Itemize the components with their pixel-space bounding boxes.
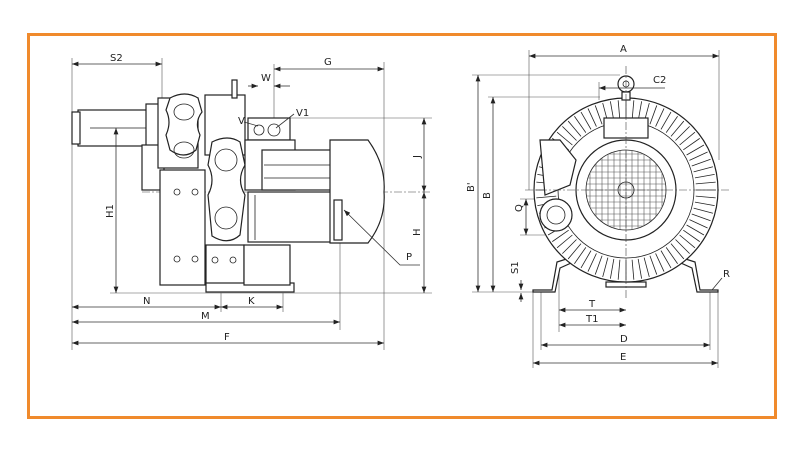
fin-line [587, 253, 597, 272]
side-view: S2 G W V V1 J H P H1 N K M F [71, 53, 432, 350]
fin-line [602, 257, 609, 278]
fin-line [693, 166, 714, 173]
fin-line [574, 116, 587, 133]
dim-label-g: G [324, 57, 332, 68]
dim-label-v1: V1 [296, 108, 309, 119]
dim-label-n: N [143, 296, 150, 307]
dim-label-k: K [248, 296, 255, 307]
dim-label-d: D [620, 334, 628, 345]
dim-label-a: A [620, 44, 627, 55]
fin-line [637, 258, 643, 279]
fin-line [660, 250, 672, 269]
fin-line [679, 234, 696, 249]
fin-line [694, 201, 715, 207]
dim-label-s2: S2 [110, 53, 123, 64]
fin-line [675, 239, 690, 254]
fin-line [683, 229, 700, 242]
dim-label-w: W [261, 73, 271, 84]
fin-line [594, 105, 603, 125]
dim-label-j: J [412, 155, 423, 159]
dim-label-h1: H1 [105, 204, 116, 218]
fin-line [665, 116, 678, 133]
fin-line [649, 105, 658, 125]
fin-line [693, 207, 714, 214]
dim-label-t: T [588, 299, 596, 310]
fin-line [691, 213, 711, 222]
dim-label-m: M [201, 311, 210, 322]
dim-label-e: E [620, 352, 626, 363]
drawing-frame [27, 33, 777, 419]
dim-label-p: P [406, 252, 412, 263]
dim-label-f: F [224, 332, 230, 343]
fin-line [594, 255, 603, 275]
fin-line [694, 173, 715, 179]
fin-line [617, 100, 621, 121]
fin-line [695, 181, 716, 185]
dim-label-h: H [412, 228, 423, 236]
fin-line [631, 259, 635, 280]
dim-label-b: B [482, 192, 493, 199]
fin-line [649, 255, 658, 275]
fin-line [567, 120, 582, 137]
fin-line [609, 258, 615, 279]
fin-line [691, 158, 711, 167]
fin-line [631, 100, 635, 121]
fin-line [617, 259, 621, 280]
dim-label-b-prime: B' [466, 182, 477, 192]
fin-line [556, 234, 573, 249]
fin-line [670, 120, 685, 137]
front-view: A B' B C2 Q S1 T T1 D E R [466, 44, 730, 368]
fin-line [655, 253, 665, 272]
fin-line [536, 195, 557, 199]
fin-line [689, 219, 708, 229]
fin-line [580, 111, 592, 130]
fin-line [655, 108, 665, 127]
fin-line [643, 257, 650, 278]
dim-label-r: R [723, 269, 730, 280]
fin-line [552, 229, 569, 242]
fin-line [567, 243, 582, 260]
fin-line [675, 126, 690, 141]
fin-line [574, 247, 587, 264]
fin-line [556, 131, 573, 146]
fin-line [562, 126, 577, 141]
fin-line [660, 111, 672, 130]
dim-label-q: Q [514, 204, 525, 212]
fin-line [689, 151, 708, 161]
dim-label-s1: S1 [510, 261, 521, 274]
fin-line [665, 247, 678, 264]
fin-line [686, 224, 705, 236]
dim-label-t1: T1 [585, 314, 598, 325]
fin-line [695, 195, 716, 199]
fin-line [580, 250, 592, 269]
fin-line [683, 138, 700, 151]
dim-label-c2: C2 [653, 75, 666, 86]
fin-line [587, 108, 597, 127]
fin-line [686, 144, 705, 156]
fin-line [679, 131, 696, 146]
dim-label-v: V [238, 116, 245, 127]
fin-line [562, 239, 577, 254]
fin-line [670, 243, 685, 260]
